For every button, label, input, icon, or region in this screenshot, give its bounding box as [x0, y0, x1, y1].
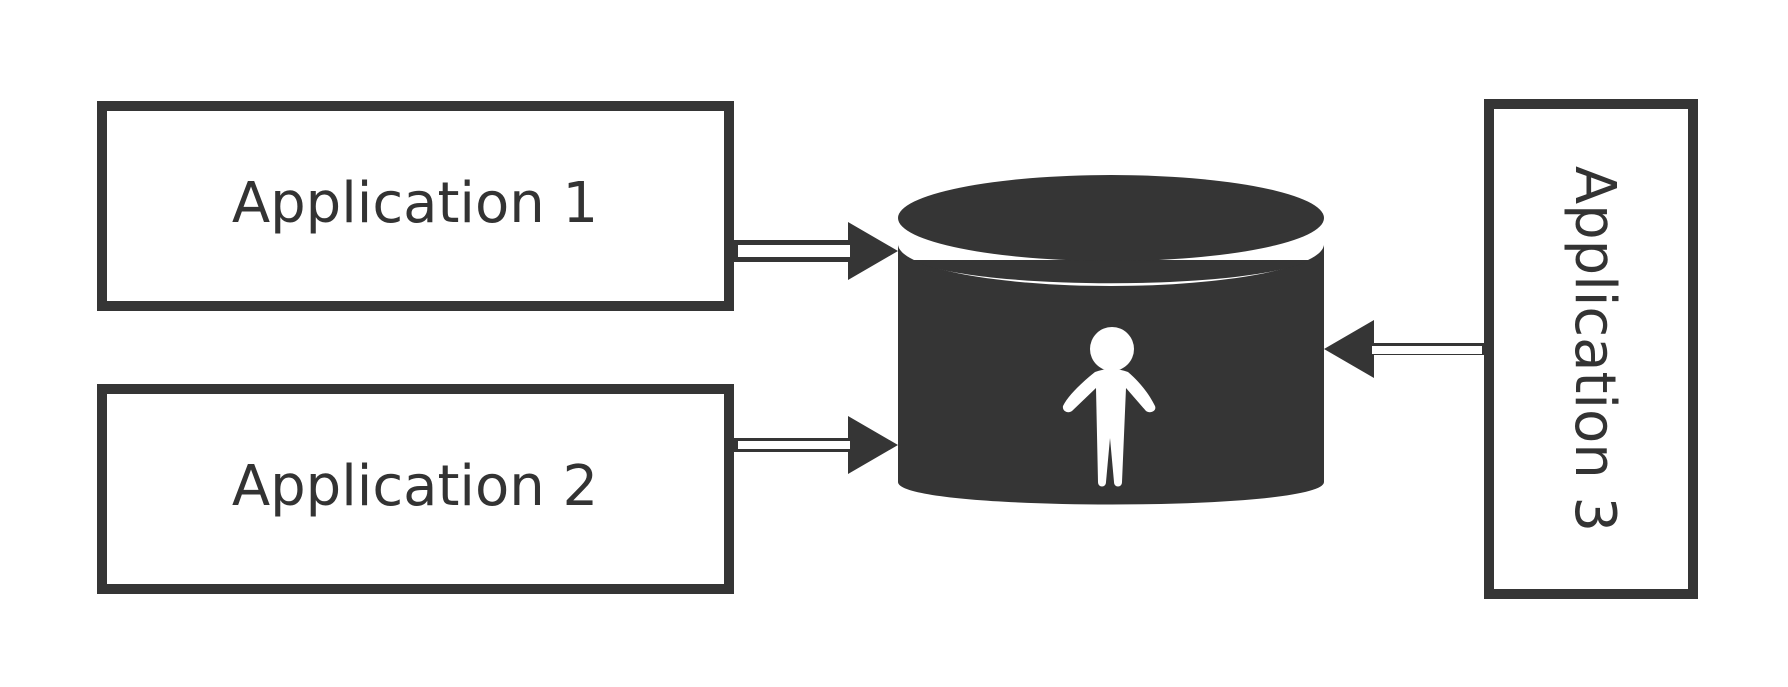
application-3-node: Application 3	[1484, 99, 1698, 599]
application-1-box	[97, 101, 734, 311]
database-lid	[898, 175, 1324, 261]
arrow-app3-to-db	[1324, 320, 1484, 378]
arrow-app1-to-db	[734, 222, 898, 280]
arrow-app2-to-db	[734, 416, 898, 474]
application-3-label: Application 3	[1562, 166, 1627, 532]
person-icon	[1062, 327, 1156, 487]
application-1-label: Application 1	[232, 171, 598, 236]
application-3-box	[1484, 99, 1698, 599]
application-2-box	[97, 384, 734, 594]
application-1-node: Application 1	[97, 101, 734, 311]
application-2-node: Application 2	[97, 384, 734, 594]
application-2-label: Application 2	[232, 454, 598, 519]
